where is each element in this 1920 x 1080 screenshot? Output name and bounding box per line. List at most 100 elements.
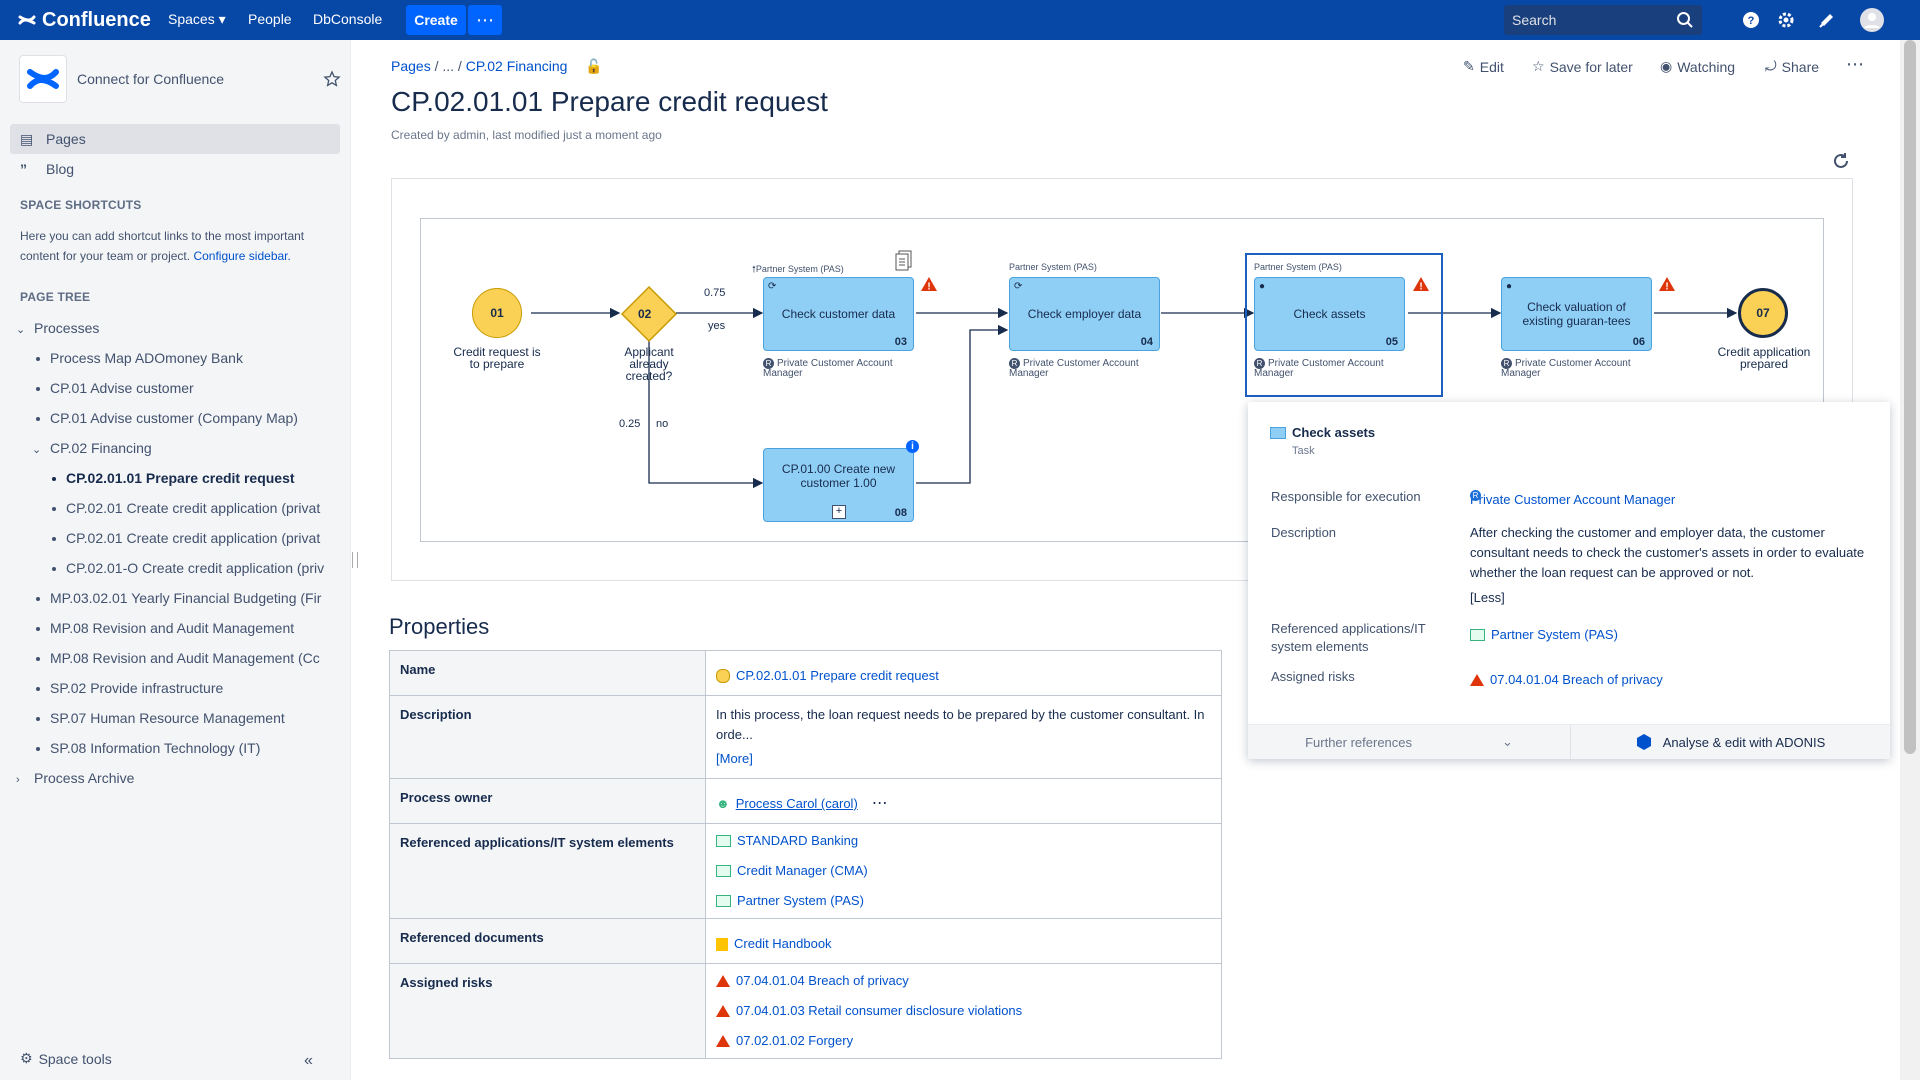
svg-text:?: ?: [1748, 15, 1755, 27]
gear-icon: ⚙: [20, 1050, 33, 1066]
star-icon[interactable]: [323, 70, 341, 87]
analyse-edit-adonis-button[interactable]: Analyse & edit with ADONIS: [1570, 725, 1890, 759]
chevron-down-icon[interactable]: ⌄: [32, 444, 42, 456]
tree-item-current[interactable]: CP.02.01.01 Prepare credit request: [52, 470, 337, 486]
start-event-label: Credit request is to prepare: [453, 345, 541, 371]
edit-button[interactable]: ✎Edit: [1463, 58, 1504, 75]
share-button[interactable]: ⤾Share: [1765, 58, 1820, 75]
probability-label: 0.25: [619, 418, 641, 430]
end-event[interactable]: 07: [1738, 288, 1788, 338]
task-details-popup: Check assets Task Responsible for execut…: [1248, 402, 1890, 759]
scrollbar-thumb[interactable]: [1904, 40, 1916, 754]
author-link[interactable]: admin: [453, 128, 486, 142]
notifications-icon[interactable]: [1818, 11, 1836, 29]
application-link[interactable]: Partner System (PAS): [737, 893, 864, 908]
chevron-right-icon[interactable]: ›: [16, 774, 20, 786]
chevron-down-icon[interactable]: ⌄: [16, 324, 26, 336]
application-link[interactable]: Credit Manager (CMA): [737, 863, 868, 878]
last-modified-link[interactable]: just a moment ago: [563, 128, 662, 142]
shortcuts-text: Here you can add shortcut links to the m…: [20, 229, 305, 263]
task-check-customer-data[interactable]: ⟳ Check customer data 03: [763, 277, 914, 351]
share-icon: ⤾: [1765, 58, 1777, 74]
system-tag: 🠕Partner System (PAS): [752, 264, 844, 274]
watching-button[interactable]: ◉Watching: [1660, 58, 1736, 75]
tree-item[interactable]: MP.08 Revision and Audit Management (Cc: [36, 650, 320, 666]
document-icon[interactable]: [893, 250, 913, 274]
start-event[interactable]: 01: [472, 288, 522, 338]
tree-item[interactable]: CP.02.01 Create credit application (priv…: [52, 530, 320, 546]
application-link[interactable]: STANDARD Banking: [737, 833, 859, 848]
further-references-dropdown[interactable]: Further references⌄: [1248, 725, 1571, 759]
sidebar-item-blog[interactable]: ” Blog: [10, 154, 340, 184]
process-name-link[interactable]: CP.02.01.01 Prepare credit request: [736, 668, 939, 683]
tree-item[interactable]: SP.07 Human Resource Management: [36, 710, 316, 726]
task-check-assets[interactable]: ● Check assets 05: [1254, 277, 1405, 351]
more-link[interactable]: [More]: [716, 751, 753, 766]
configure-sidebar-link[interactable]: Configure sidebar.: [193, 249, 291, 263]
space-tools-button[interactable]: ⚙ Space tools: [20, 1050, 112, 1067]
risk-link[interactable]: 07.02.01.02 Forgery: [736, 1033, 854, 1048]
space-name[interactable]: Connect for Confluence: [77, 71, 225, 87]
document-link[interactable]: Credit Handbook: [734, 936, 832, 951]
tree-item[interactable]: SP.08 Information Technology (IT): [36, 740, 316, 756]
expand-subprocess-icon[interactable]: +: [832, 505, 846, 519]
breadcrumb-pages[interactable]: Pages: [391, 58, 431, 74]
breadcrumb-ellipsis[interactable]: ...: [442, 58, 455, 74]
create-button[interactable]: Create: [406, 5, 466, 35]
tree-item[interactable]: MP.08 Revision and Audit Management: [36, 620, 316, 636]
risk-warning-icon[interactable]: !: [1658, 276, 1676, 293]
gear-icon[interactable]: [1777, 11, 1795, 29]
refresh-icon[interactable]: [1832, 152, 1850, 170]
risk-warning-icon[interactable]: !: [920, 276, 938, 293]
svg-text:!: !: [1419, 282, 1422, 293]
referenced-app-link[interactable]: Partner System (PAS): [1470, 625, 1618, 645]
help-icon[interactable]: ?: [1742, 11, 1760, 29]
space-logo[interactable]: [20, 56, 66, 102]
tree-item-process-archive[interactable]: ›Process Archive: [16, 770, 135, 786]
tree-item[interactable]: CP.01 Advise customer: [36, 380, 336, 396]
save-for-later-button[interactable]: ☆Save for later: [1532, 58, 1633, 75]
tree-item[interactable]: CP.02.01-O Create credit application (pr…: [52, 560, 324, 576]
property-key: Referenced applications/IT system elemen…: [389, 823, 706, 919]
tree-item[interactable]: SP.02 Provide infrastructure: [36, 680, 316, 696]
gateway-number: 02: [638, 307, 652, 321]
task-check-valuation[interactable]: ● Check valuation of existing guaran-tee…: [1501, 277, 1652, 351]
risk-warning-icon[interactable]: !: [1412, 276, 1430, 293]
dbconsole-link[interactable]: DbConsole: [313, 11, 383, 27]
more-icon[interactable]: ⋯: [871, 795, 888, 812]
task-check-employer-data[interactable]: ⟳ Check employer data 04: [1009, 277, 1160, 351]
info-icon[interactable]: i: [906, 440, 919, 453]
tree-item[interactable]: CP.01 Advise customer (Company Map): [36, 410, 336, 426]
confluence-logo[interactable]: Confluence: [18, 6, 151, 34]
avatar-icon[interactable]: [1860, 8, 1884, 32]
search-icon[interactable]: [1676, 11, 1694, 29]
more-actions-button[interactable]: ⋯: [1846, 54, 1864, 74]
people-link[interactable]: People: [248, 11, 292, 27]
process-diagram[interactable]: [420, 218, 1824, 542]
tree-item[interactable]: CP.02.01 Create credit application (priv…: [52, 500, 320, 516]
svg-text:!: !: [927, 282, 930, 293]
risk-link[interactable]: 07.04.01.04 Breach of privacy: [736, 973, 909, 988]
collapse-sidebar-button[interactable]: «: [304, 1052, 313, 1069]
gateway-diamond[interactable]: [620, 285, 678, 343]
tree-item[interactable]: Process Map ADOmoney Bank: [36, 350, 336, 366]
sidebar-resize-handle[interactable]: [352, 552, 358, 568]
create-more-button[interactable]: ⋯: [468, 5, 502, 35]
assigned-risk-link[interactable]: 07.04.01.04 Breach of privacy: [1470, 670, 1663, 690]
breadcrumb-parent[interactable]: CP.02 Financing: [465, 58, 568, 74]
risk-link[interactable]: 07.04.01.03 Retail consumer disclosure v…: [736, 1003, 1023, 1018]
less-link[interactable]: [Less]: [1470, 590, 1505, 605]
star-icon: ☆: [1532, 58, 1545, 74]
tree-item[interactable]: MP.03.02.01 Yearly Financial Budgeting (…: [36, 590, 321, 606]
unlock-icon[interactable]: 🔓: [585, 58, 603, 74]
subprocess-create-new-customer[interactable]: CP.01.00 Create new customer 1.00 08 +: [763, 448, 914, 522]
process-owner-link[interactable]: Process Carol (carol): [735, 796, 858, 811]
tree-item-processes[interactable]: ⌄Processes: [16, 320, 100, 336]
tree-item-cp02-financing[interactable]: ⌄CP.02 Financing: [32, 440, 152, 456]
sidebar-item-pages[interactable]: ▤ Pages: [10, 124, 340, 154]
search-input[interactable]: Search: [1504, 5, 1702, 35]
spaces-menu[interactable]: Spaces ▾: [168, 11, 226, 27]
